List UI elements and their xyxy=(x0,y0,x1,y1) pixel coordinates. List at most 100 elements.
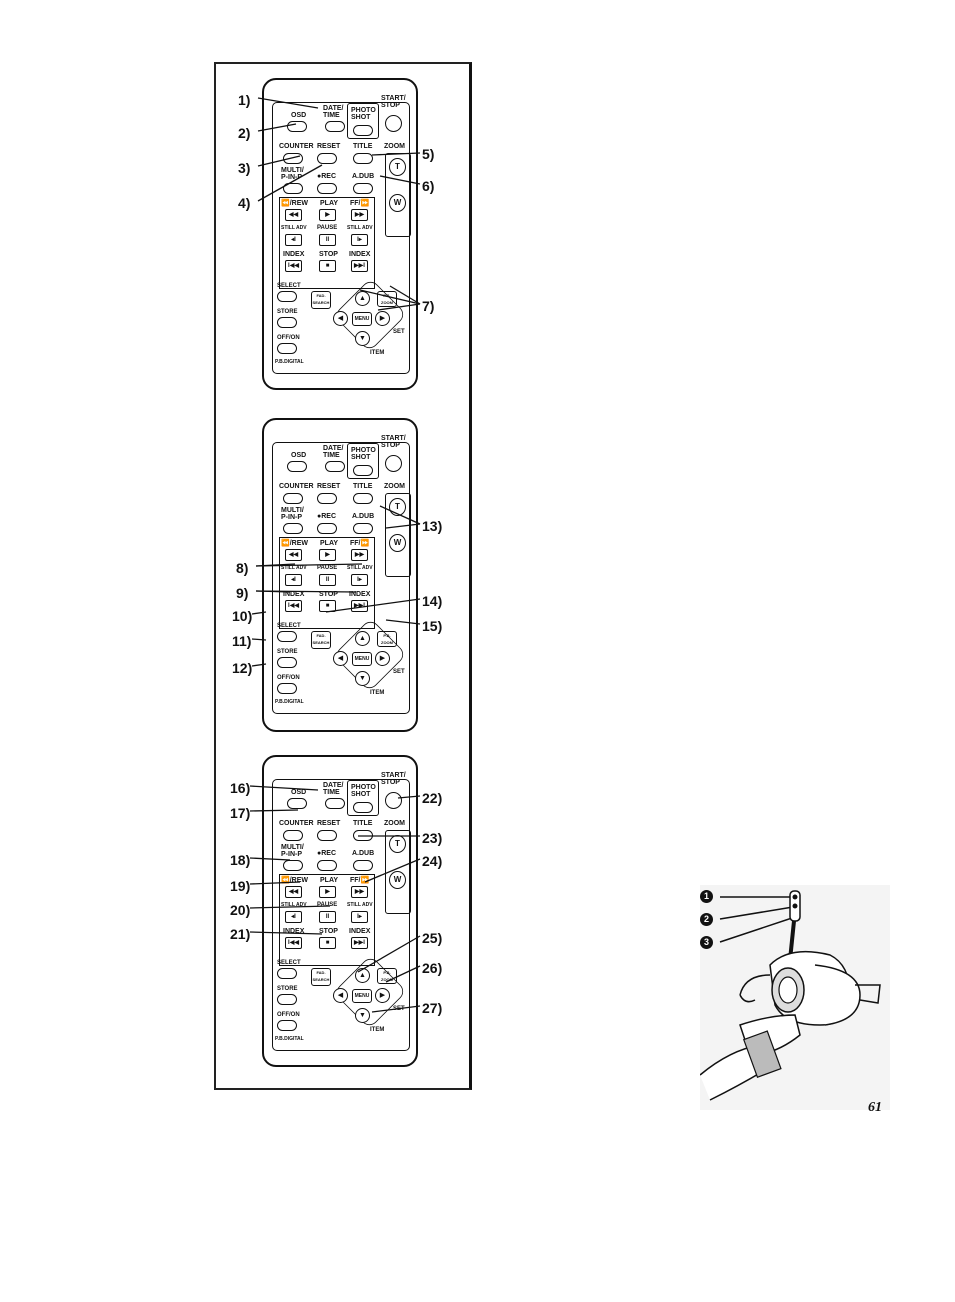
off-on-button[interactable] xyxy=(277,343,297,354)
up-arrow-button[interactable]: ▲ xyxy=(355,631,370,646)
index-right-button[interactable]: ▶▶I xyxy=(351,937,368,949)
down-arrow-button[interactable]: ▼ xyxy=(355,671,370,686)
reset-button[interactable] xyxy=(317,153,337,164)
left-arrow-button[interactable]: ◀ xyxy=(333,311,348,326)
select-button[interactable] xyxy=(277,968,297,979)
photo-shot-button[interactable] xyxy=(353,125,373,136)
still-adv-right-button[interactable]: I▸ xyxy=(351,234,368,246)
store-button[interactable] xyxy=(277,657,297,668)
photo-shot-button[interactable] xyxy=(353,802,373,813)
index-right-button[interactable]: ▶▶I xyxy=(351,260,368,272)
rec-button[interactable] xyxy=(317,183,337,194)
index-left-button[interactable]: I◀◀ xyxy=(285,600,302,612)
stop-button[interactable]: ■ xyxy=(319,260,336,272)
adub-button[interactable] xyxy=(353,523,373,534)
index-left-button[interactable]: I◀◀ xyxy=(285,260,302,272)
stop-button[interactable]: ■ xyxy=(319,600,336,612)
adub-button[interactable] xyxy=(353,860,373,871)
zoom-volume-rocker[interactable]: T W xyxy=(385,493,411,577)
menu-button[interactable]: MENU xyxy=(352,989,372,1003)
title-button[interactable] xyxy=(353,153,373,164)
rec-button[interactable] xyxy=(317,860,337,871)
label-rew: ⏪/REW xyxy=(281,877,308,884)
select-button[interactable] xyxy=(277,291,297,302)
up-arrow-button[interactable]: ▲ xyxy=(355,968,370,983)
ff-button[interactable]: ▶▶ xyxy=(351,549,368,561)
rec-button[interactable] xyxy=(317,523,337,534)
multi-pinp-button[interactable] xyxy=(283,183,303,194)
select-button[interactable] xyxy=(277,631,297,642)
down-arrow-button[interactable]: ▼ xyxy=(355,331,370,346)
fade-search-button[interactable]: FAD. SEARCH xyxy=(311,631,331,649)
photo-shot-button[interactable] xyxy=(353,465,373,476)
still-adv-left-button[interactable]: ◂I xyxy=(285,911,302,923)
multi-pinp-button[interactable] xyxy=(283,523,303,534)
menu-button[interactable]: MENU xyxy=(352,652,372,666)
counter-button[interactable] xyxy=(283,493,303,504)
title-button[interactable] xyxy=(353,493,373,504)
label-still-adv-left: STILL ADV xyxy=(281,225,307,231)
osd-button[interactable] xyxy=(287,461,307,472)
left-arrow-button[interactable]: ◀ xyxy=(333,651,348,666)
adub-button[interactable] xyxy=(353,183,373,194)
rew-button[interactable]: ◀◀ xyxy=(285,886,302,898)
right-arrow-button[interactable]: ▶ xyxy=(375,311,390,326)
menu-button[interactable]: MENU xyxy=(352,312,372,326)
pause-button[interactable]: II xyxy=(319,234,336,246)
play-button[interactable]: ▶ xyxy=(319,886,336,898)
left-arrow-button[interactable]: ◀ xyxy=(333,988,348,1003)
fade-search-button[interactable]: FAD. SEARCH xyxy=(311,291,331,309)
osd-button[interactable] xyxy=(287,798,307,809)
start-stop-button[interactable] xyxy=(385,115,402,132)
down-arrow-button[interactable]: ▼ xyxy=(355,1008,370,1023)
date-time-button[interactable] xyxy=(325,798,345,809)
still-adv-left-button[interactable]: ◂I xyxy=(285,234,302,246)
osd-button[interactable] xyxy=(287,121,307,132)
zoom-tele-button[interactable]: T xyxy=(389,158,406,176)
still-adv-right-button[interactable]: I▸ xyxy=(351,574,368,586)
right-arrow-button[interactable]: ▶ xyxy=(375,988,390,1003)
date-time-button[interactable] xyxy=(325,461,345,472)
play-button[interactable]: ▶ xyxy=(319,549,336,561)
up-arrow-button[interactable]: ▲ xyxy=(355,291,370,306)
counter-button[interactable] xyxy=(283,153,303,164)
label-osd: OSD xyxy=(291,789,307,796)
right-arrow-button[interactable]: ▶ xyxy=(375,651,390,666)
zoom-tele-button[interactable]: T xyxy=(389,835,406,853)
title-button[interactable] xyxy=(353,830,373,841)
ff-button[interactable]: ▶▶ xyxy=(351,209,368,221)
still-adv-right-button[interactable]: I▸ xyxy=(351,911,368,923)
zoom-volume-rocker[interactable]: T W xyxy=(385,830,411,914)
pause-button[interactable]: II xyxy=(319,911,336,923)
date-time-button[interactable] xyxy=(325,121,345,132)
start-stop-button[interactable] xyxy=(385,455,402,472)
label-title: TITLE xyxy=(353,483,373,490)
zoom-wide-button[interactable]: W xyxy=(389,871,406,889)
start-stop-button[interactable] xyxy=(385,792,402,809)
reset-button[interactable] xyxy=(317,493,337,504)
stop-button[interactable]: ■ xyxy=(319,937,336,949)
play-button[interactable]: ▶ xyxy=(319,209,336,221)
zoom-wide-button[interactable]: W xyxy=(389,194,406,212)
rew-button[interactable]: ◀◀ xyxy=(285,549,302,561)
label-stop: STOP xyxy=(319,928,338,935)
zoom-wide-button[interactable]: W xyxy=(389,534,406,552)
pause-button[interactable]: II xyxy=(319,574,336,586)
still-adv-left-button[interactable]: ◂I xyxy=(285,574,302,586)
index-right-button[interactable]: ▶▶I xyxy=(351,600,368,612)
off-on-button[interactable] xyxy=(277,683,297,694)
off-on-button[interactable] xyxy=(277,1020,297,1031)
reset-button[interactable] xyxy=(317,830,337,841)
fade-search-button[interactable]: FAD. SEARCH xyxy=(311,968,331,986)
index-left-button[interactable]: I◀◀ xyxy=(285,937,302,949)
store-button[interactable] xyxy=(277,317,297,328)
zoom-volume-rocker[interactable]: T W xyxy=(385,153,411,237)
rew-button[interactable]: ◀◀ xyxy=(285,209,302,221)
pb-zoom-button[interactable]: P.B. ZOOM xyxy=(377,631,397,647)
store-button[interactable] xyxy=(277,994,297,1005)
ff-button[interactable]: ▶▶ xyxy=(351,886,368,898)
multi-pinp-button[interactable] xyxy=(283,860,303,871)
zoom-tele-button[interactable]: T xyxy=(389,498,406,516)
label-pb-digital: P.B.DIGITAL xyxy=(275,359,304,365)
counter-button[interactable] xyxy=(283,830,303,841)
